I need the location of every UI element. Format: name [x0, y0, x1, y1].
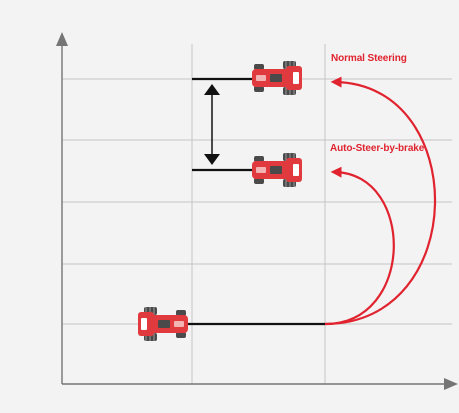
auto-steer-by-brake-label: Auto-Steer-by-brake [330, 143, 425, 154]
double-headed-arrow-icon [204, 84, 220, 165]
normal-steering-label: Normal Steering [331, 53, 407, 64]
axes [56, 32, 458, 390]
tractor-icon [251, 152, 302, 188]
tractor-icon [251, 60, 302, 96]
y-axis-arrowhead-icon [56, 32, 68, 46]
tractor-paths [172, 77, 325, 326]
grid [62, 44, 452, 384]
turning-curves [324, 76, 437, 326]
auto-steer-curve [324, 166, 395, 326]
tractor-icon [138, 306, 189, 342]
x-axis-arrowhead-icon [444, 378, 458, 390]
normal-steering-curve [324, 76, 437, 326]
